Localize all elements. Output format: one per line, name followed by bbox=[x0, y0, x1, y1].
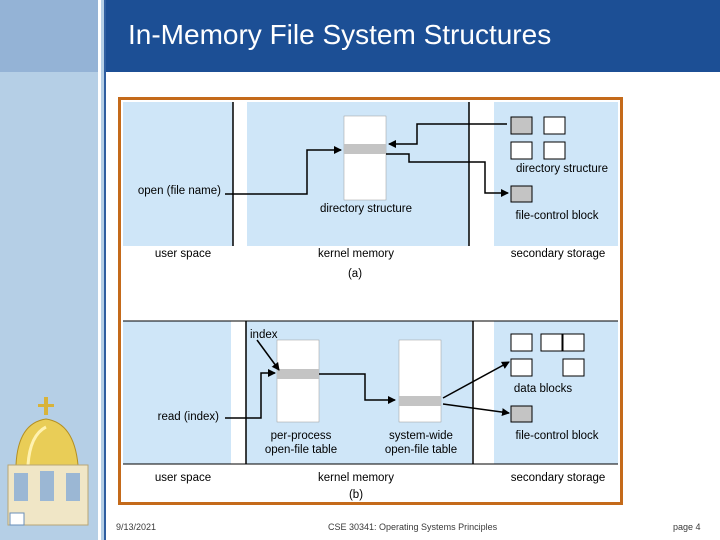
slide-title: In-Memory File System Structures bbox=[128, 19, 552, 50]
data-block-arrow bbox=[442, 361, 510, 399]
per-process-label-line1: per-process bbox=[271, 430, 332, 442]
title-corner-block bbox=[0, 0, 98, 72]
dome-logo-icon bbox=[7, 397, 89, 526]
file-control-block-label: file-control block bbox=[515, 430, 598, 442]
system-wide-open-file-table bbox=[398, 339, 442, 423]
diagram-frame: open (file name) directory structure dir… bbox=[118, 97, 623, 505]
index-label: index bbox=[250, 329, 278, 341]
file-control-block-box bbox=[510, 185, 533, 203]
left-divider-dark bbox=[104, 0, 106, 540]
read-arrow bbox=[225, 369, 276, 419]
secondary-storage-label: secondary storage bbox=[511, 472, 606, 484]
storage-block bbox=[543, 116, 566, 135]
user-space-label: user space bbox=[155, 248, 211, 260]
directory-structure-label: directory structure bbox=[320, 203, 412, 215]
directory-entry-highlight bbox=[344, 144, 386, 154]
caption-b: (b) bbox=[349, 489, 363, 501]
index-arrow bbox=[256, 339, 280, 371]
per-process-to-system-arrow bbox=[319, 373, 396, 404]
storage-block bbox=[543, 141, 566, 160]
user-space-region-b bbox=[123, 321, 231, 464]
system-wide-label-line2: open-file table bbox=[385, 444, 457, 456]
title-bar bbox=[106, 0, 720, 72]
kernel-memory-label: kernel memory bbox=[318, 472, 394, 484]
storage-directory-structure-label: directory structure bbox=[516, 163, 608, 175]
data-block bbox=[510, 358, 533, 377]
open-arrow bbox=[225, 146, 342, 195]
data-block bbox=[540, 333, 563, 352]
directory-lookup-arrow bbox=[388, 123, 507, 148]
footer-date: 9/13/2021 bbox=[116, 522, 157, 532]
kernel-memory-label: kernel memory bbox=[318, 248, 394, 260]
data-block bbox=[562, 358, 585, 377]
footer-course: CSE 30341: Operating Systems Principles bbox=[328, 522, 498, 532]
directory-structure-block bbox=[343, 115, 387, 201]
system-wide-label-line1: system-wide bbox=[389, 430, 453, 442]
read-label: read (index) bbox=[158, 411, 220, 423]
per-process-entry-highlight bbox=[277, 369, 319, 379]
per-process-open-file-table bbox=[276, 339, 320, 423]
left-divider-light bbox=[98, 0, 101, 540]
fcb-load-arrow bbox=[386, 153, 509, 197]
open-label: open (file name) bbox=[138, 185, 221, 197]
user-space-label: user space bbox=[155, 472, 211, 484]
data-blocks-label: data blocks bbox=[514, 383, 572, 395]
diagram-svg: open (file name) directory structure dir… bbox=[123, 102, 618, 501]
system-wide-entry-highlight bbox=[399, 396, 441, 406]
per-process-label-line2: open-file table bbox=[265, 444, 337, 456]
data-block bbox=[510, 333, 533, 352]
file-control-block-label: file-control block bbox=[515, 210, 598, 222]
footer-page-number: page 4 bbox=[673, 522, 701, 532]
storage-block bbox=[510, 116, 533, 135]
secondary-storage-label: secondary storage bbox=[511, 248, 606, 260]
fcb-pointer-arrow bbox=[442, 403, 510, 417]
data-block bbox=[562, 333, 585, 352]
storage-block bbox=[510, 141, 533, 160]
user-space-region-a bbox=[123, 102, 233, 246]
caption-a: (a) bbox=[348, 268, 362, 280]
file-control-block-box bbox=[510, 405, 533, 423]
